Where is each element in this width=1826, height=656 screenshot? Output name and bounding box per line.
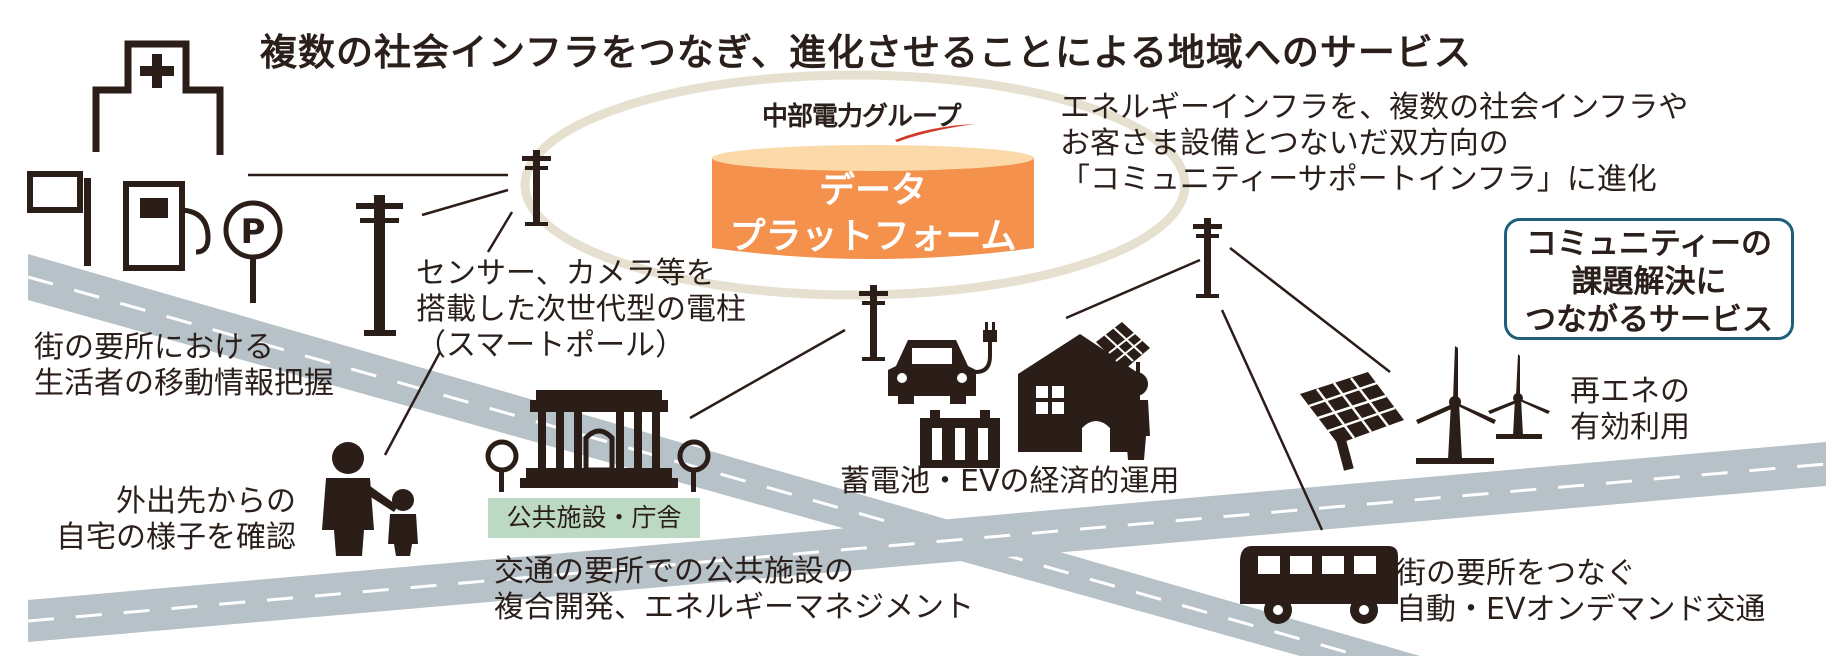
company-logo-text: 中部電力グループ xyxy=(762,96,960,133)
renewable-line2: 有効利用 xyxy=(1570,410,1690,446)
community-service-box: コミュニティーの 課題解決に つながるサービス xyxy=(1504,218,1794,340)
wind-turbine-icon xyxy=(1416,346,1496,464)
energy-infra-description: エネルギーインフラを、複数の社会インフラや お客さま設備とつないだ双方向の 「コ… xyxy=(1060,90,1688,198)
public-development-caption: 交通の要所での公共施設の 複合開発、エネルギーマネジメント xyxy=(494,554,974,626)
parking-sign-icon: P xyxy=(226,203,280,303)
public-dev-line2: 複合開発、エネルギーマネジメント xyxy=(494,590,974,626)
solar-panel-icon xyxy=(1300,372,1404,471)
smart-pole-line1: センサー、カメラ等を xyxy=(416,256,746,292)
smart-pole-line2: 搭載した次世代型の電柱 xyxy=(416,292,746,328)
service-box-line3: つながるサービス xyxy=(1507,301,1791,339)
gas-station-icon xyxy=(126,184,208,268)
service-box-line2: 課題解決に xyxy=(1507,263,1791,301)
utility-pole-icon xyxy=(1193,218,1222,298)
page-title: 複数の社会インフラをつなぎ、進化させることによる地域へのサービス xyxy=(260,22,1472,76)
movement-line2: 生活者の移動情報把握 xyxy=(34,366,334,402)
home-check-line2: 自宅の様子を確認 xyxy=(50,520,296,556)
home-check-caption: 外出先からの 自宅の様子を確認 xyxy=(50,484,296,556)
data-platform-line1: データ xyxy=(712,168,1034,214)
transport-caption: 街の要所をつなぐ 自動・EVオンデマンド交通 xyxy=(1396,556,1765,628)
battery-ev-caption: 蓄電池・EVの経済的運用 xyxy=(840,464,1179,500)
data-platform-label: データ プラットフォーム xyxy=(712,168,1034,260)
public-facility-label: 公共施設・庁舎 xyxy=(488,498,700,538)
energy-text-line3: 「コミュニティーサポートインフラ」に進化 xyxy=(1060,162,1688,198)
movement-line1: 街の要所における xyxy=(34,330,334,366)
renewable-line1: 再エネの xyxy=(1570,374,1690,410)
movement-info-caption: 街の要所における 生活者の移動情報把握 xyxy=(34,330,334,402)
home-check-line1: 外出先からの xyxy=(50,484,296,520)
signboard-icon xyxy=(30,174,91,266)
ev-car-icon xyxy=(858,322,997,404)
data-platform-line2: プラットフォーム xyxy=(712,214,1034,260)
battery-icon xyxy=(920,410,1000,468)
energy-text-line2: お客さま設備とつないだ双方向の xyxy=(1060,126,1688,162)
medical-cross-icon xyxy=(140,54,174,88)
renewable-caption: 再エネの 有効利用 xyxy=(1570,374,1690,446)
transport-line1: 街の要所をつなぐ xyxy=(1396,556,1765,592)
public-dev-line1: 交通の要所での公共施設の xyxy=(494,554,974,590)
svg-text:P: P xyxy=(241,212,266,252)
parent-child-icon xyxy=(322,442,418,556)
wind-turbine-icon xyxy=(1488,354,1550,439)
energy-text-line1: エネルギーインフラを、複数の社会インフラや xyxy=(1060,90,1688,126)
smart-pole-line3: （スマートポール） xyxy=(416,328,746,364)
service-box-line1: コミュニティーの xyxy=(1507,225,1791,263)
smart-pole-icon xyxy=(356,195,403,336)
transport-line2: 自動・EVオンデマンド交通 xyxy=(1396,592,1765,628)
smart-pole-caption: センサー、カメラ等を 搭載した次世代型の電柱 （スマートポール） xyxy=(416,256,746,364)
